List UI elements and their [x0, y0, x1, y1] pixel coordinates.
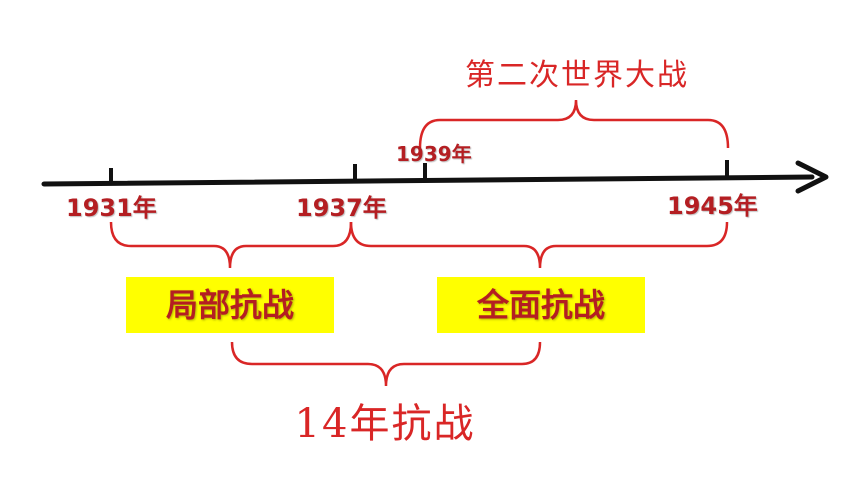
phase-local-war: 局部抗战	[126, 277, 334, 333]
brace-total-war	[230, 341, 542, 387]
phase-full-war: 全面抗战	[437, 277, 645, 333]
total-war-label: 14年抗战	[294, 401, 476, 447]
year-label-1931: 1931年	[66, 194, 157, 222]
year-label-1939: 1939年	[396, 142, 472, 166]
year-label-1937: 1937年	[296, 194, 387, 222]
axis-arrowhead	[795, 160, 829, 194]
ww2-title: 第二次世界大战	[465, 58, 689, 93]
brace-full-war	[349, 221, 729, 269]
brace-ww2	[418, 99, 730, 149]
year-label-1945: 1945年	[667, 192, 758, 220]
brace-local-war	[109, 221, 353, 269]
timeline-axis	[41, 160, 829, 194]
